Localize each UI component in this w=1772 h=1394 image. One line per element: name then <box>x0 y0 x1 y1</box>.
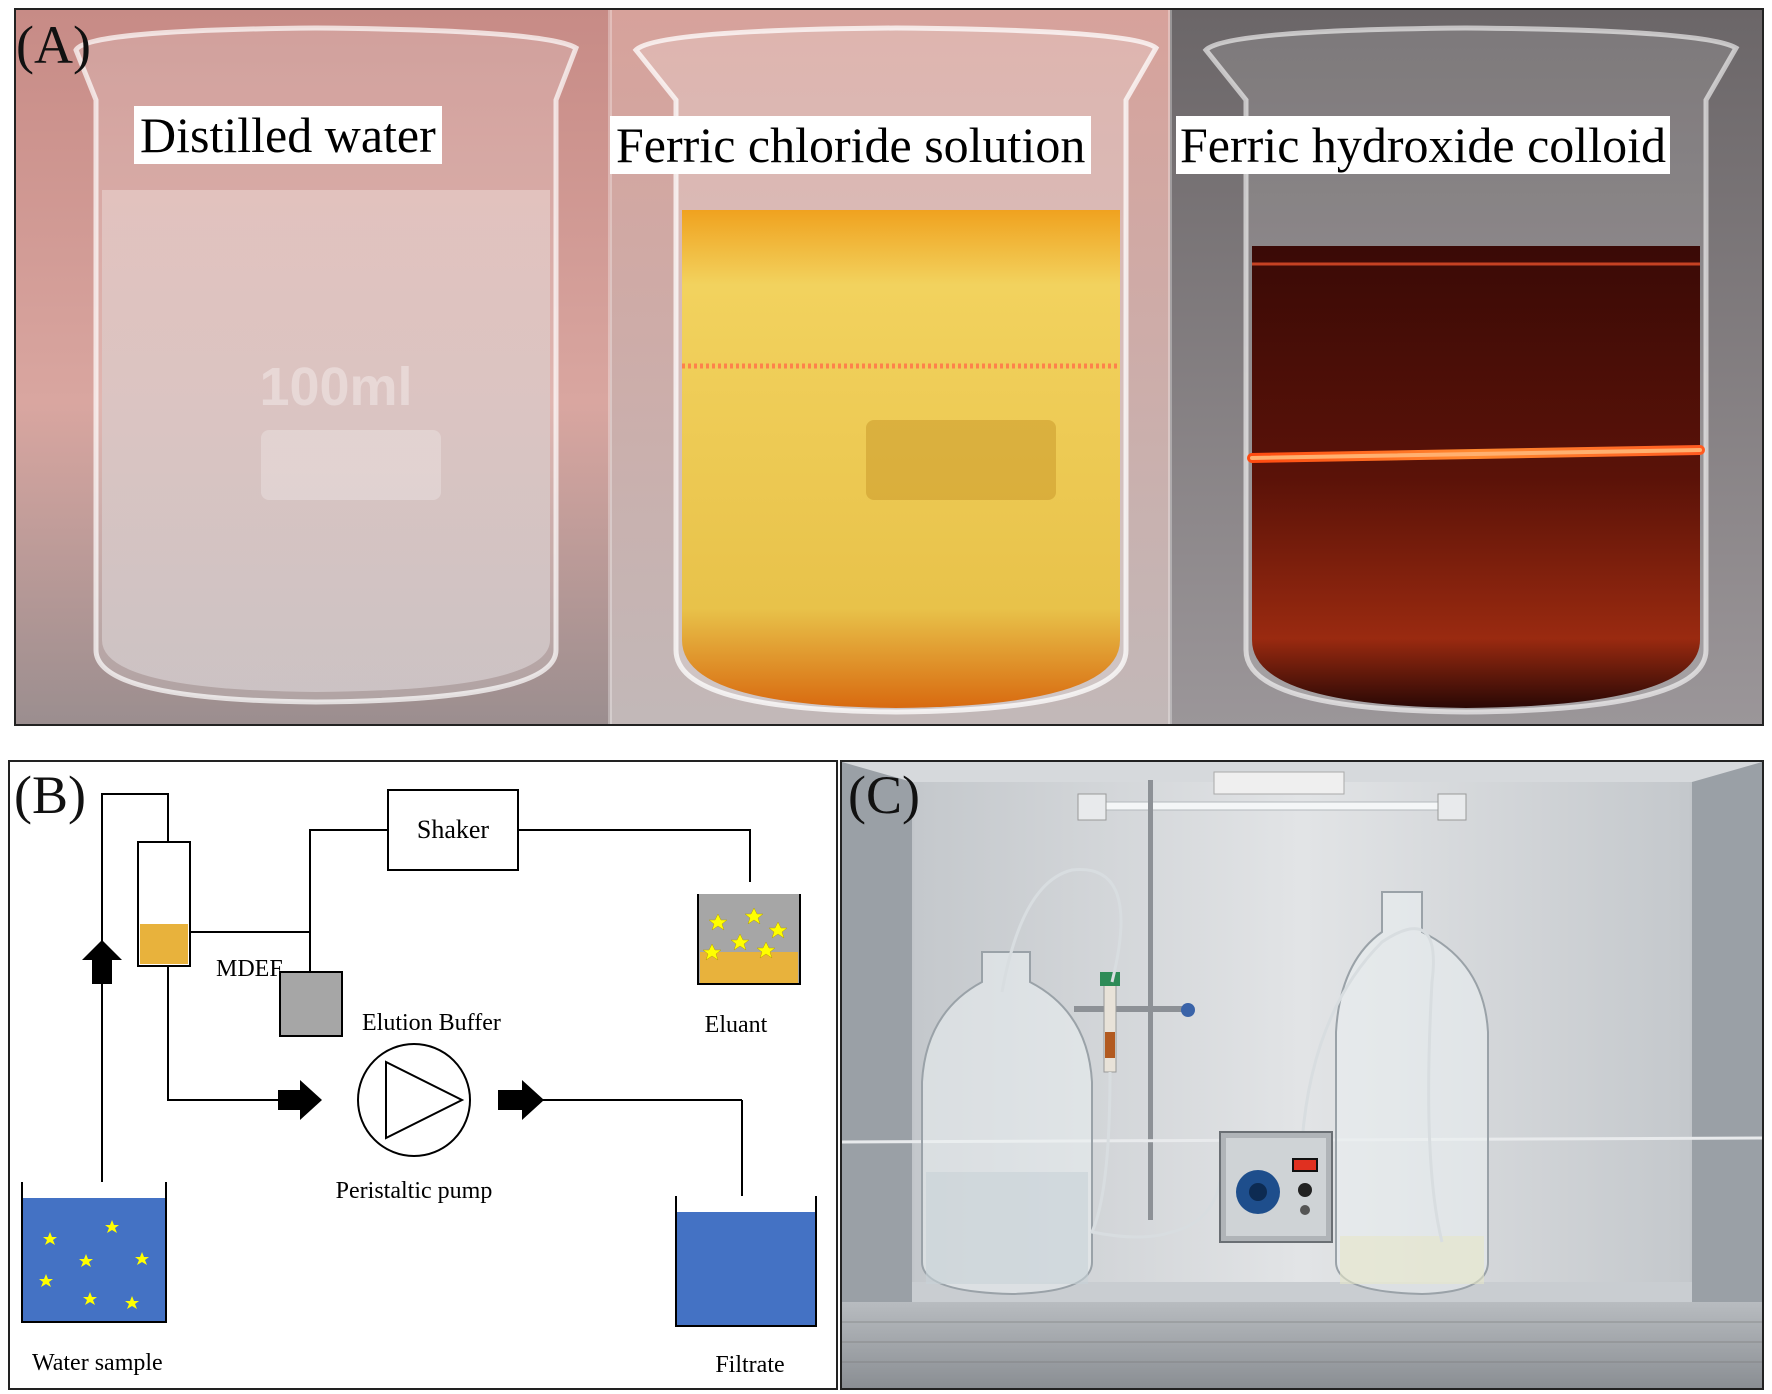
peristaltic-pump-label: Peristaltic pump <box>336 1178 493 1204</box>
mdef-packing <box>140 924 188 964</box>
filtrate-label: Filtrate <box>715 1352 784 1378</box>
elution-buffer-label: Elution Buffer <box>362 1010 501 1036</box>
panel-b-diagram: Shaker <box>8 760 838 1390</box>
tube-sample-to-column <box>101 793 169 1182</box>
filtrate-container <box>677 1212 815 1325</box>
support-stand <box>1148 780 1153 1220</box>
left-sample-bottle <box>921 951 1093 1296</box>
right-arrow-icon <box>498 1080 544 1120</box>
lab-setup-photo <box>842 762 1762 1388</box>
eluant-particles <box>702 907 788 961</box>
svg-text:100ml: 100ml <box>259 357 412 417</box>
peristaltic-pump <box>1219 1131 1333 1243</box>
label-ferric-hydroxide-colloid: Ferric hydroxide colloid <box>1176 116 1670 174</box>
up-arrow-icon <box>82 940 122 984</box>
right-filtrate-bottle <box>1335 891 1489 1296</box>
tube-column-to-pump <box>167 966 310 1101</box>
shaker-box <box>387 789 519 871</box>
eluant-label: Eluant <box>705 1012 768 1038</box>
beaker-ferric-chloride <box>632 25 1160 715</box>
panel-c-letter: (C) <box>848 765 920 825</box>
beaker-distilled-water: 100ml <box>73 25 580 705</box>
mdef-label: MDEF <box>216 956 283 982</box>
panel-c-photo: (C) <box>840 760 1764 1390</box>
panel-a-photo: 100ml (A) Distilled <box>14 8 1764 726</box>
panel-b-letter: (B) <box>14 765 86 825</box>
label-ferric-chloride-solution: Ferric chloride solution <box>610 116 1092 174</box>
label-distilled-water: Distilled water <box>134 106 442 164</box>
filter-column <box>1103 981 1117 1073</box>
shaker-label: Shaker <box>417 815 490 844</box>
panel-a-letter: (A) <box>16 15 91 75</box>
elution-buffer-container <box>279 971 343 1037</box>
water-sample-particles <box>39 1220 149 1309</box>
water-sample-label: Water sample <box>32 1350 163 1376</box>
beaker-ferric-hydroxide-colloid <box>1202 25 1740 715</box>
setup-schematic: Shaker <box>21 789 817 1378</box>
right-arrow-icon <box>278 1080 322 1120</box>
